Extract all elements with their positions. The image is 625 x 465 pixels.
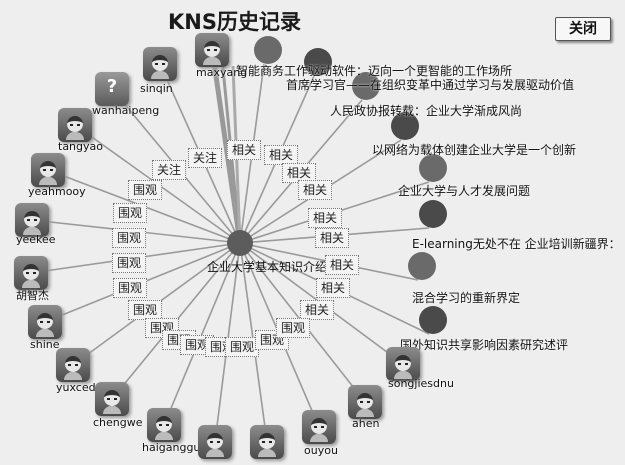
user-name: chengwe <box>93 416 143 429</box>
relation-tag-related: 相关 <box>308 208 343 228</box>
relation-tag-related: 相关 <box>298 180 333 200</box>
page-title: KNS历史记录 <box>168 10 301 34</box>
user-node[interactable] <box>15 203 55 243</box>
avatar <box>58 108 92 142</box>
relation-tag-watch: 围观 <box>112 228 147 248</box>
topic-node[interactable] <box>419 200 447 228</box>
user-node[interactable] <box>58 108 98 148</box>
topic-node[interactable] <box>304 48 332 76</box>
topic-title[interactable]: 人民政协报转载：企业大学渐成风尚 <box>330 104 523 118</box>
center-topic-label: 企业大学基本知识介绍 <box>207 260 328 274</box>
user-node[interactable] <box>386 347 426 387</box>
user-node[interactable] <box>348 385 388 425</box>
topic-node[interactable] <box>419 306 447 334</box>
user-node[interactable] <box>14 256 54 296</box>
user-name: tangyao <box>58 140 103 153</box>
avatar <box>143 47 177 81</box>
avatar <box>14 256 48 290</box>
center-topic-node[interactable] <box>227 230 253 256</box>
avatar <box>147 408 181 442</box>
relation-tag-related: 相关 <box>316 278 351 298</box>
user-node[interactable] <box>147 408 187 448</box>
user-name: haiganggu <box>142 441 201 454</box>
avatar <box>31 153 65 187</box>
user-node[interactable] <box>95 382 135 422</box>
topic-node[interactable] <box>254 36 282 64</box>
avatar <box>386 347 420 381</box>
avatar <box>195 33 229 67</box>
user-name: wanhaipeng <box>92 104 160 117</box>
user-name: ahen <box>352 417 380 430</box>
relation-spoke <box>163 242 241 426</box>
topic-title[interactable]: E-learning无处不在 企业培训新疆界： <box>412 237 621 251</box>
user-node[interactable] <box>302 410 342 450</box>
avatar <box>15 203 49 237</box>
user-node[interactable] <box>31 153 71 193</box>
avatar <box>56 348 90 382</box>
topic-title[interactable]: 国外知识共享影响因素研究述评 <box>400 338 569 352</box>
relation-tag-related: 相关 <box>264 145 299 165</box>
relation-tag-watch: 围观 <box>112 253 147 273</box>
user-node[interactable] <box>143 47 183 87</box>
relation-tag-watch: 围观 <box>128 180 163 200</box>
relation-tag-related: 相关 <box>282 163 317 183</box>
user-name: ouyou <box>304 444 338 457</box>
unknown-user-icon: ? <box>106 76 118 97</box>
avatar <box>28 305 62 339</box>
user-name: shine <box>30 338 60 351</box>
avatar <box>198 425 232 459</box>
topic-title[interactable]: 首席学习官——在组织变革中通过学习与发展驱动价值 <box>286 78 575 92</box>
user-name: 胡智杰 <box>16 289 49 302</box>
topic-node[interactable] <box>391 112 419 140</box>
avatar <box>302 410 336 444</box>
user-name: yeahmooy <box>28 185 86 198</box>
user-node[interactable] <box>56 348 96 388</box>
user-name: sinqin <box>140 82 173 95</box>
relation-tag-focus: 关注 <box>152 160 187 180</box>
topic-node[interactable] <box>419 154 447 182</box>
close-button[interactable]: 关闭 <box>555 17 611 41</box>
user-name: songjiesdnu <box>388 377 454 390</box>
user-node[interactable]: ? <box>95 72 135 112</box>
relation-tag-focus: 关注 <box>188 148 223 168</box>
avatar <box>250 425 284 459</box>
topic-node[interactable] <box>408 252 436 280</box>
relation-tag-watch: 围观 <box>128 300 163 320</box>
relation-tag-related: 相关 <box>227 140 262 160</box>
relation-tag-related: 相关 <box>325 255 360 275</box>
user-node[interactable] <box>195 33 235 73</box>
avatar <box>95 382 129 416</box>
user-node[interactable] <box>198 425 238 465</box>
avatar <box>348 385 382 419</box>
user-name: yeekee <box>16 233 56 246</box>
topic-title[interactable]: 智能商务工作驱动软件：迈向一个更智能的工作场所 <box>236 64 513 78</box>
relation-tag-related: 相关 <box>300 300 335 320</box>
relation-tag-watch: 围观 <box>113 203 148 223</box>
relation-tag-related: 相关 <box>315 228 350 248</box>
relation-tag-watch: 围观 <box>113 278 148 298</box>
relation-tag-watch: 围观 <box>276 318 311 338</box>
avatar: ? <box>95 72 129 106</box>
topic-node[interactable] <box>352 72 380 100</box>
user-node[interactable] <box>28 305 68 345</box>
topic-title[interactable]: 企业大学与人才发展问题 <box>398 184 531 198</box>
user-node[interactable] <box>250 425 290 465</box>
user-name: maxyang <box>196 66 248 79</box>
relation-tag-watch: 围观 <box>225 337 260 357</box>
topic-title[interactable]: 以网络为载体创建企业大学是一个创新 <box>372 143 577 157</box>
topic-title[interactable]: 混合学习的重新界定 <box>412 291 521 305</box>
